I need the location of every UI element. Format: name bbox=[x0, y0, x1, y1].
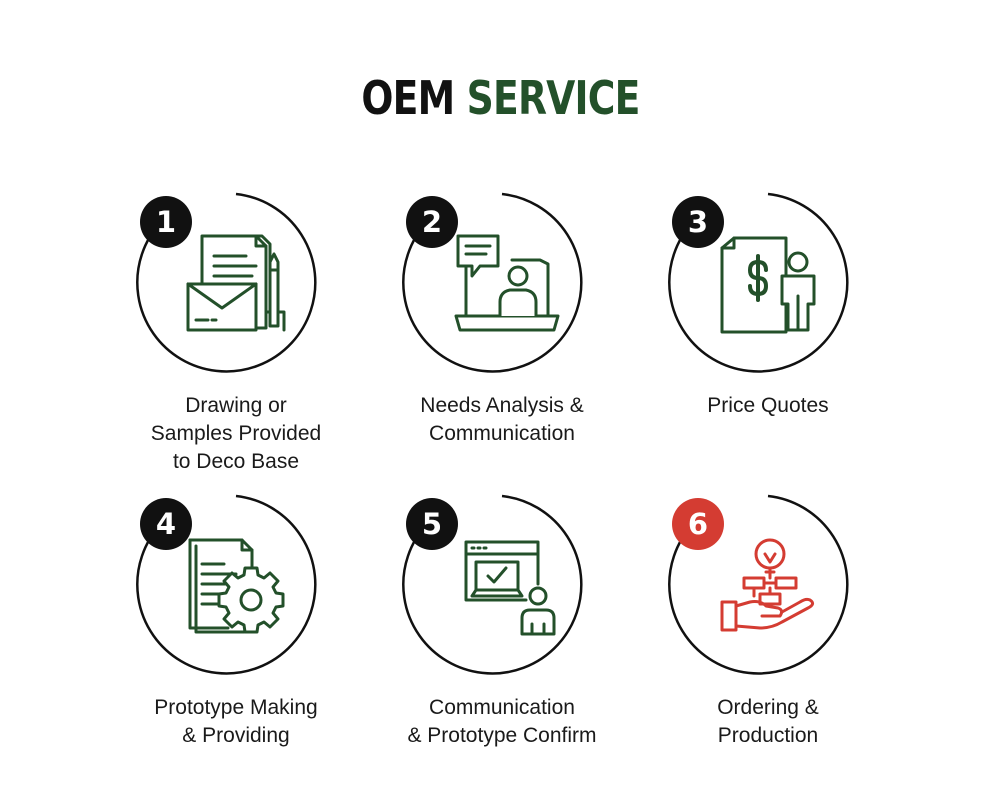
step-4: 4 Prototype Making & Providing bbox=[106, 494, 366, 754]
step-6-label-line: Production bbox=[717, 724, 819, 747]
step-3: 3 Price Quotes bbox=[638, 192, 898, 482]
step-6: 6 Ordering & Production bbox=[638, 494, 898, 754]
document-envelope-pen-icon bbox=[186, 234, 286, 332]
step-5: 5 Communication & Prototype Confirm bbox=[372, 494, 632, 754]
step-4-ring bbox=[136, 494, 317, 675]
page-title: OEM SERVICE bbox=[90, 68, 911, 128]
step-2: 2 Needs Analysis & Communication bbox=[372, 192, 632, 482]
step-2-label: Needs Analysis & Communication bbox=[372, 392, 632, 448]
step-1-ring bbox=[136, 192, 317, 373]
step-6-label-line: Ordering & bbox=[717, 696, 819, 719]
document-gear-icon bbox=[188, 538, 285, 634]
step-6-label: Ordering & Production bbox=[638, 694, 898, 750]
step-1-label-line: Drawing or bbox=[185, 394, 287, 417]
step-5-ring bbox=[402, 494, 583, 675]
step-3-label-line: Price Quotes bbox=[707, 394, 829, 417]
step-4-label-line: & Providing bbox=[182, 724, 290, 747]
step-1: 1 Drawing or Samples Provided to Deco Ba… bbox=[106, 192, 366, 482]
browser-check-person-icon bbox=[464, 540, 556, 636]
step-5-number-badge: 5 bbox=[406, 498, 458, 550]
step-1-number-badge: 1 bbox=[140, 196, 192, 248]
step-2-label-line: Needs Analysis & bbox=[420, 394, 584, 417]
step-1-label-line: Samples Provided bbox=[150, 422, 322, 445]
step-5-label-line: Communication bbox=[429, 696, 575, 719]
step-4-label-line: Prototype Making bbox=[154, 696, 318, 719]
step-3-ring bbox=[668, 192, 849, 373]
title-word-oem: OEM bbox=[361, 71, 455, 125]
step-2-number-badge: 2 bbox=[406, 196, 458, 248]
step-5-label: Communication & Prototype Confirm bbox=[372, 694, 632, 750]
step-4-label: Prototype Making & Providing bbox=[106, 694, 366, 750]
laptop-chat-person-icon bbox=[454, 234, 560, 332]
step-3-label: Price Quotes bbox=[638, 392, 898, 420]
step-3-number-badge: 3 bbox=[672, 196, 724, 248]
step-6-ring bbox=[668, 494, 849, 675]
step-2-ring bbox=[402, 192, 583, 373]
invoice-dollar-person-icon bbox=[720, 236, 816, 334]
step-4-number-badge: 4 bbox=[140, 498, 192, 550]
step-6-number-badge: 6 bbox=[672, 498, 724, 550]
hand-lightbulb-flowchart-icon bbox=[720, 538, 815, 632]
step-1-label: Drawing or Samples Provided to Deco Base bbox=[106, 392, 366, 476]
step-1-label-line: to Deco Base bbox=[172, 450, 300, 473]
title-word-service: SERVICE bbox=[466, 71, 641, 125]
step-2-label-line: Communication bbox=[429, 422, 575, 445]
step-5-label-line: & Prototype Confirm bbox=[407, 724, 597, 747]
